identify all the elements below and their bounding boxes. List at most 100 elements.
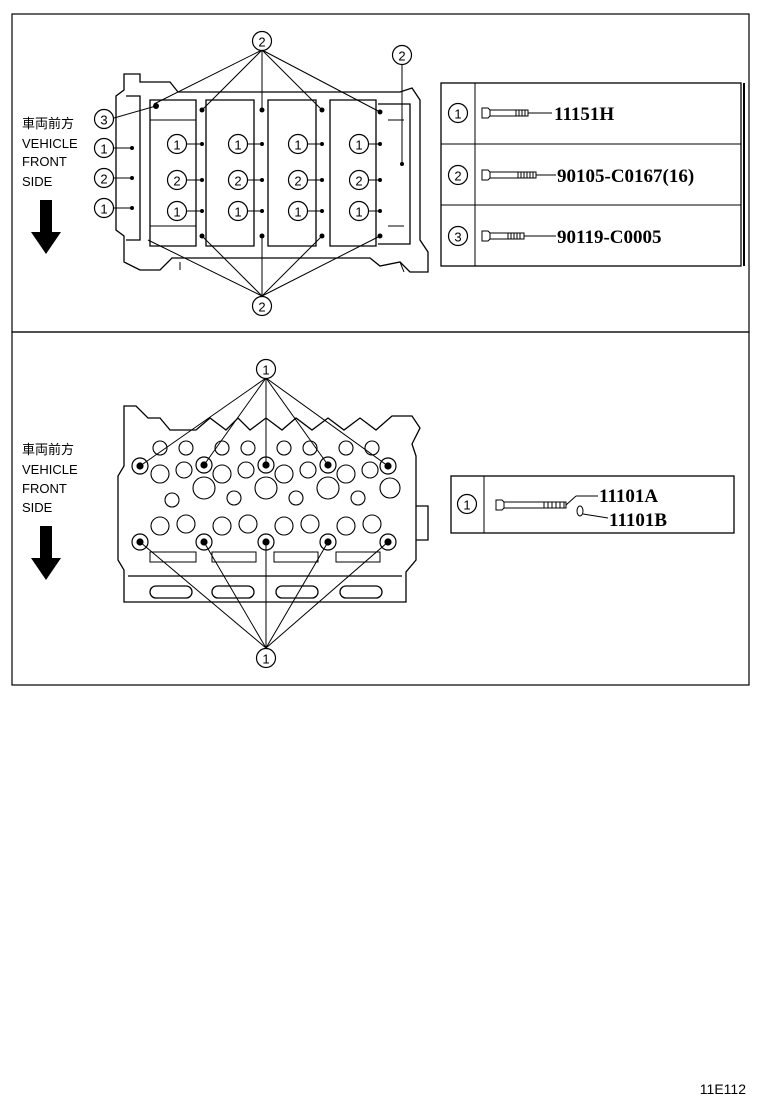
panel-1-leaders xyxy=(113,49,403,297)
panel-2-callouts: 1 1 xyxy=(255,358,277,669)
panel-1-callouts: 2 2 2 3 1 2 1 1 2 1 1 2 1 1 2 1 1 2 1 xyxy=(93,30,413,317)
callout-2-r2c3: 2 xyxy=(287,169,309,191)
svg-text:3: 3 xyxy=(100,113,107,128)
row-1-ref: 1 xyxy=(463,498,470,513)
svg-text:1: 1 xyxy=(100,202,107,217)
direction-label-line-4: SIDE xyxy=(22,174,53,189)
callout-1-top: 1 xyxy=(255,358,277,380)
cam-holes-upper xyxy=(152,440,380,456)
callout-2-r2c2: 2 xyxy=(227,169,249,191)
direction-label-line-4: SIDE xyxy=(22,500,53,515)
callout-2-bottom: 2 xyxy=(251,295,273,317)
callout-2-r2c4: 2 xyxy=(348,169,370,191)
callout-1-r1c2: 1 xyxy=(227,133,249,155)
cylinder-head-drawing xyxy=(117,405,429,603)
direction-label-line-3: FRONT xyxy=(22,481,67,496)
table-row-1: 1 11151H xyxy=(447,102,614,125)
housing-right-rail xyxy=(378,103,411,245)
panel-2-parts-table: 1 11101A 11101B xyxy=(450,475,735,534)
table-row-3: 3 90119-C0005 xyxy=(447,225,662,248)
part-number-11151H: 11151H xyxy=(554,104,614,125)
bolt-icon xyxy=(481,107,552,119)
callout-1-bottom: 1 xyxy=(255,647,277,669)
svg-text:1: 1 xyxy=(173,138,180,153)
callout-2-top: 2 xyxy=(251,30,273,52)
head-bolt-holes xyxy=(131,456,397,551)
svg-text:1: 1 xyxy=(294,138,301,153)
svg-text:2: 2 xyxy=(258,35,265,50)
svg-text:2: 2 xyxy=(234,174,241,189)
direction-label-line-1: 車両前方 xyxy=(22,116,74,131)
callout-3-side: 3 xyxy=(93,108,115,130)
svg-text:2: 2 xyxy=(258,300,265,315)
svg-text:1: 1 xyxy=(262,652,269,667)
svg-text:2: 2 xyxy=(100,172,107,187)
svg-text:1: 1 xyxy=(355,138,362,153)
valve-holes-row-2 xyxy=(150,514,382,536)
svg-text:2: 2 xyxy=(294,174,301,189)
svg-text:1: 1 xyxy=(355,205,362,220)
svg-text:2: 2 xyxy=(355,174,362,189)
bolt-icon xyxy=(481,230,556,242)
callout-1-r1c4: 1 xyxy=(348,133,370,155)
callout-1-r1c3: 1 xyxy=(287,133,309,155)
head-right-flange xyxy=(416,505,429,541)
housing-left-flange xyxy=(126,95,141,241)
camshaft-housing-drawing xyxy=(115,73,429,273)
svg-text:1: 1 xyxy=(262,363,269,378)
callout-1-r1c1: 1 xyxy=(166,133,188,155)
part-number-90105-C0167: 90105-C0167(16) xyxy=(557,166,694,187)
figure-id: 11E112 xyxy=(700,1081,746,1097)
journal-3 xyxy=(329,99,377,247)
panel-2-frame xyxy=(11,331,750,686)
exhaust-ports xyxy=(149,585,383,599)
head-lower-details xyxy=(149,551,381,563)
journal-2 xyxy=(267,99,317,247)
parts-table-frame xyxy=(450,475,735,534)
callout-1-r3c3: 1 xyxy=(287,200,309,222)
svg-text:2: 2 xyxy=(173,174,180,189)
svg-text:1: 1 xyxy=(173,205,180,220)
bolt-icon xyxy=(481,169,556,181)
callout-2-r2c1: 2 xyxy=(166,169,188,191)
svg-text:2: 2 xyxy=(398,49,405,64)
down-arrow-icon xyxy=(31,526,61,580)
callout-1-side-b: 1 xyxy=(93,197,115,219)
direction-label-line-1: 車両前方 xyxy=(22,442,74,457)
housing-outline xyxy=(115,73,429,273)
direction-label-line-3: FRONT xyxy=(22,154,67,169)
down-arrow-icon xyxy=(31,200,61,254)
panel-1-direction-label: 車両前方 VEHICLE FRONT SIDE xyxy=(22,116,78,254)
housing-inner-rail xyxy=(149,99,197,247)
row-2-ref: 2 xyxy=(454,169,461,184)
callout-2-side: 2 xyxy=(93,167,115,189)
valve-holes-row-1 xyxy=(150,461,379,484)
svg-text:1: 1 xyxy=(234,138,241,153)
part-number-11101B: 11101B xyxy=(609,510,667,531)
callout-1-side-a: 1 xyxy=(93,137,115,159)
panel-2-leaders xyxy=(139,377,389,649)
callout-1-r3c1: 1 xyxy=(166,200,188,222)
head-bolt-icon xyxy=(495,495,609,519)
part-number-90119-C0005: 90119-C0005 xyxy=(557,227,662,248)
head-outline xyxy=(117,405,421,603)
row-1-ref: 1 xyxy=(454,107,461,122)
row-3-ref: 3 xyxy=(454,230,461,245)
table-row-2: 2 90105-C0167(16) xyxy=(447,164,694,187)
panel-1-parts-table: 1 11151H 2 90105-C0167(16) 3 xyxy=(440,82,745,267)
svg-text:1: 1 xyxy=(294,205,301,220)
panel-2-direction-label: 車両前方 VEHICLE FRONT SIDE xyxy=(22,442,78,580)
housing-detail-lines xyxy=(150,119,405,273)
journal-1 xyxy=(205,99,255,247)
svg-text:1: 1 xyxy=(100,142,107,157)
direction-label-line-2: VEHICLE xyxy=(22,136,78,151)
callout-1-r3c2: 1 xyxy=(227,200,249,222)
panel-frames xyxy=(11,13,750,686)
parts-table-frame xyxy=(440,82,742,267)
svg-text:1: 1 xyxy=(234,205,241,220)
part-number-11101A: 11101A xyxy=(599,486,658,507)
callout-2-right: 2 xyxy=(391,44,413,66)
callout-1-r3c4: 1 xyxy=(348,200,370,222)
combustion-chambers xyxy=(164,476,401,508)
